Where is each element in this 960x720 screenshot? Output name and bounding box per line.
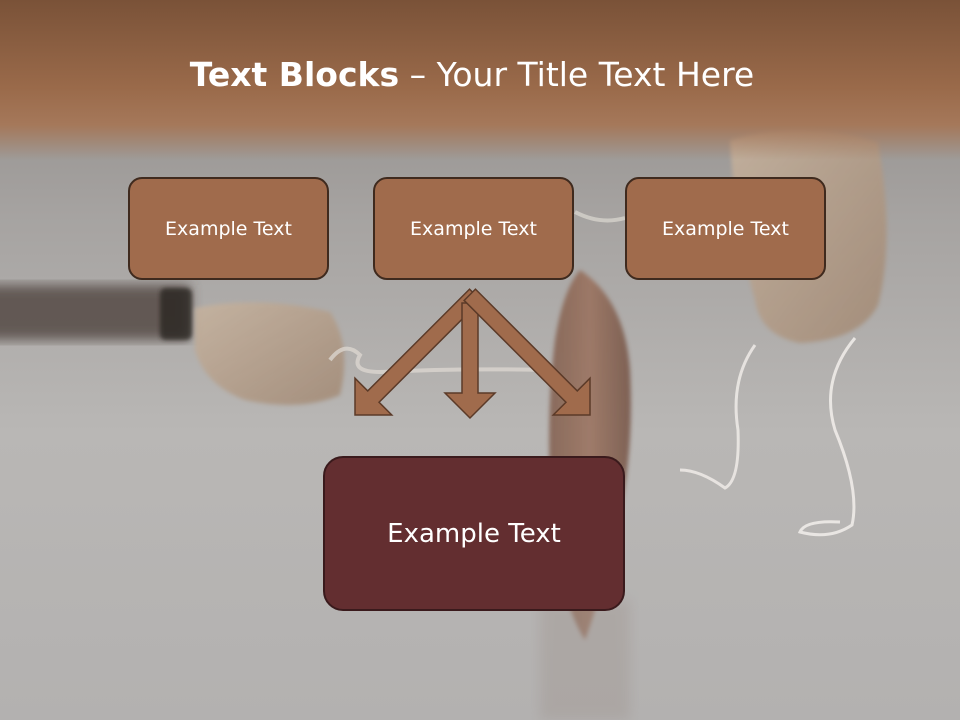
bottle-ring <box>160 288 192 340</box>
title-band <box>0 0 960 160</box>
text-block-top-center[interactable]: Example Text <box>373 177 574 280</box>
corkscrew-wire-back <box>574 210 626 223</box>
text-block-bottom[interactable]: Example Text <box>323 456 625 611</box>
bottle-neck <box>0 285 190 340</box>
table-reflection <box>540 600 630 720</box>
spiral-wire-lower <box>679 344 757 490</box>
corkscrew-wire <box>328 346 551 375</box>
spiral-wire <box>797 337 857 537</box>
title-rest: Your Title Text Here <box>436 55 755 94</box>
arrow-right-diagonal <box>463 288 591 416</box>
title-separator: – <box>399 55 437 94</box>
cork-left <box>195 302 345 405</box>
text-block-top-left[interactable]: Example Text <box>128 177 329 280</box>
page-title: Text Blocks – Your Title Text Here <box>0 52 944 98</box>
text-block-top-right[interactable]: Example Text <box>625 177 826 280</box>
title-bold: Text Blocks <box>189 55 400 94</box>
